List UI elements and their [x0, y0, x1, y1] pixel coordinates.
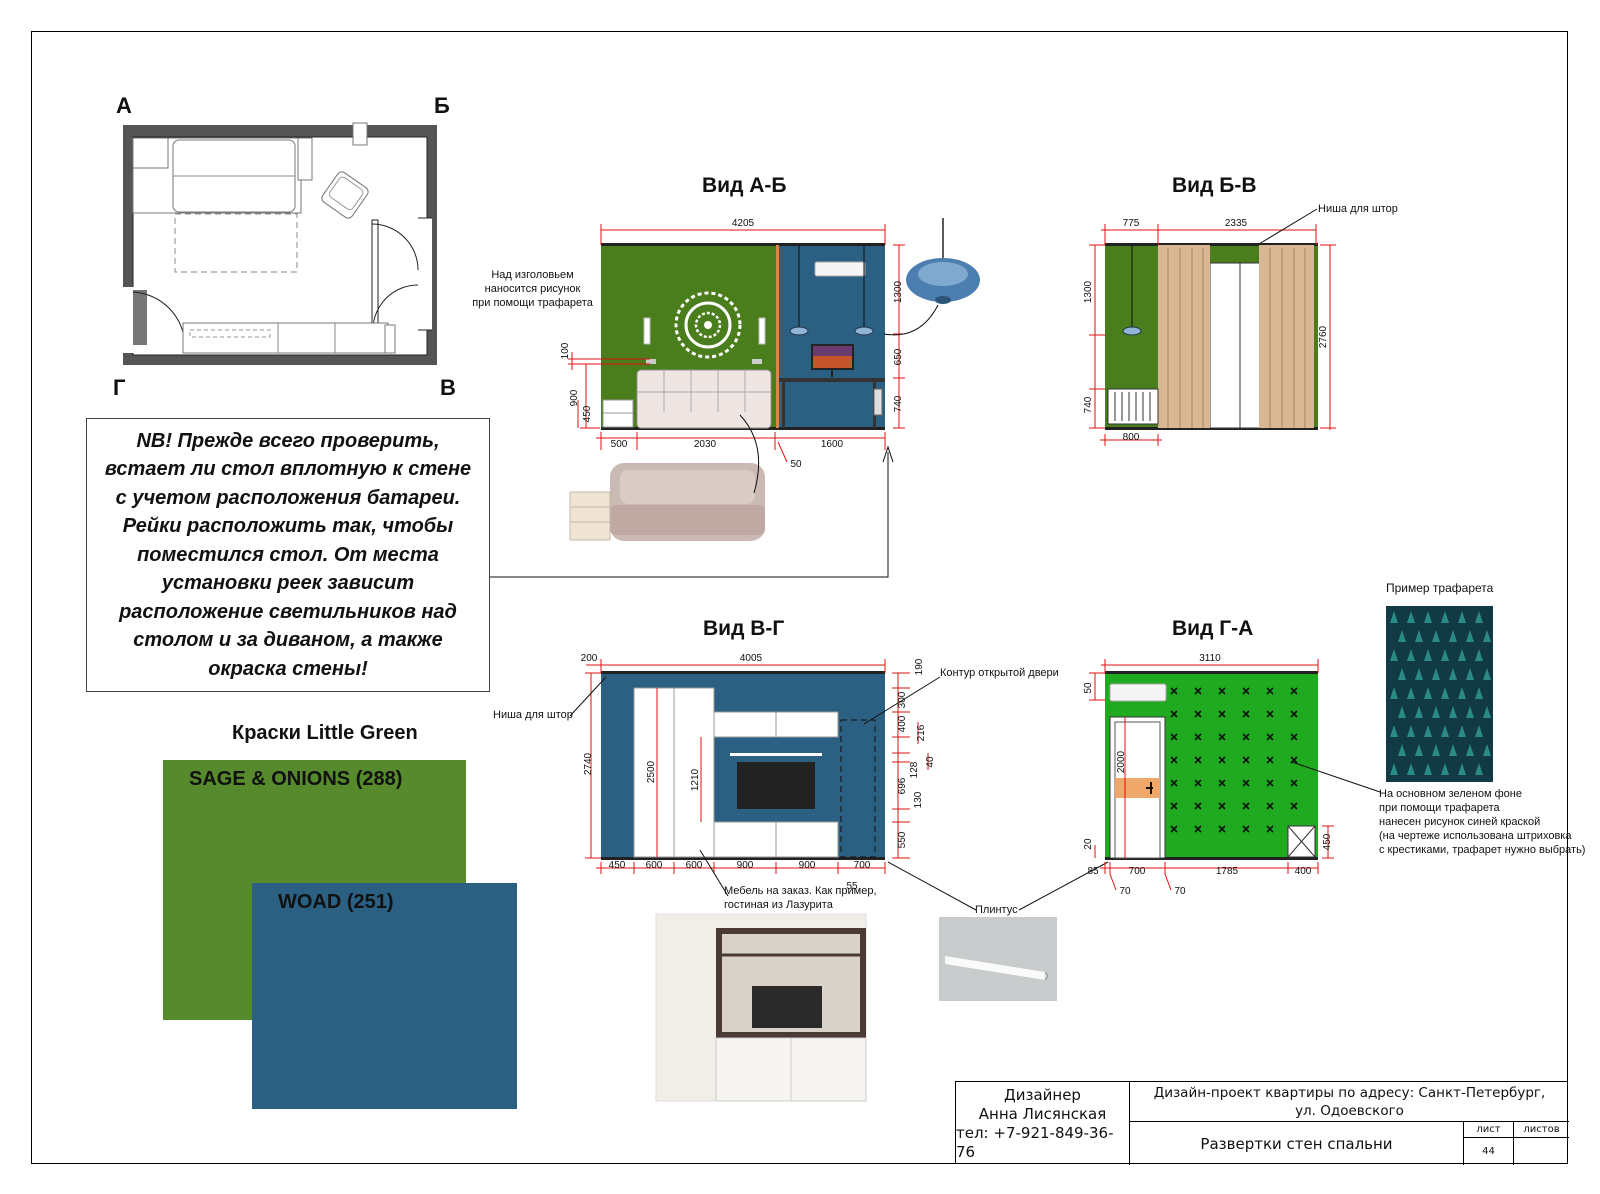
- svg-text:1600: 1600: [821, 439, 844, 450]
- svg-text:1300: 1300: [1083, 280, 1094, 303]
- view-bv-title: Вид Б-В: [1172, 174, 1257, 197]
- plan-corner-g: Г: [113, 375, 126, 400]
- svg-text:700: 700: [1129, 866, 1146, 877]
- svg-text:300: 300: [897, 691, 908, 708]
- nb-note-text: NB! Прежде всего проверить, встает ли ст…: [104, 429, 472, 680]
- svg-text:4005: 4005: [740, 653, 763, 664]
- sofa-photo: [569, 463, 765, 541]
- svg-text:900: 900: [569, 389, 580, 406]
- designer-phone: тел: +7-921-849-36-76: [956, 1123, 1114, 1161]
- swatch-woad-label: WOAD (251): [278, 891, 394, 913]
- svg-text:775: 775: [1123, 218, 1140, 229]
- sheet-title: Развертки стен спальни: [1130, 1122, 1464, 1165]
- swatch-woad: WOAD (251): [252, 883, 517, 1109]
- svg-text:1300: 1300: [893, 280, 904, 303]
- stencil-cross-pattern: [1170, 687, 1298, 833]
- svg-text:600: 600: [646, 860, 663, 871]
- svg-text:50: 50: [1083, 682, 1094, 694]
- sheet-label: лист: [1464, 1122, 1514, 1138]
- sheets-label: листов: [1514, 1122, 1569, 1138]
- project-line-1: Дизайн-проект квартиры по адресу: Санкт-…: [1153, 1084, 1546, 1101]
- mandala-stencil: [674, 291, 742, 359]
- svg-text:700: 700: [854, 860, 871, 871]
- designer-name: Анна Лисянская: [978, 1104, 1107, 1123]
- title-block: Дизайнер Анна Лисянская тел: +7-921-849-…: [955, 1081, 1569, 1165]
- svg-text:20: 20: [1083, 838, 1094, 850]
- nb-note-box: NB! Прежде всего проверить, встает ли ст…: [86, 418, 490, 692]
- project-cell: Дизайн-проект квартиры по адресу: Санкт-…: [1130, 1082, 1569, 1122]
- curtain-niche-vg-label: Ниша для штор: [493, 709, 573, 721]
- svg-text:70: 70: [1119, 886, 1131, 897]
- stencil-sample-image: [1386, 606, 1493, 782]
- svg-text:740: 740: [1083, 396, 1094, 413]
- svg-text:500: 500: [611, 439, 628, 450]
- view-ab-title: Вид А-Б: [702, 174, 787, 197]
- svg-text:2335: 2335: [1225, 218, 1248, 229]
- project-line-2: ул. Одоевского: [1295, 1102, 1404, 1119]
- svg-text:70: 70: [1174, 886, 1186, 897]
- svg-text:696: 696: [897, 777, 908, 794]
- dim-ab-total: 4205: [732, 218, 755, 229]
- view-ab-elevation: [568, 224, 905, 463]
- svg-text:3110: 3110: [1199, 653, 1221, 664]
- view-ga-title: Вид Г-А: [1172, 617, 1254, 640]
- plan-corner-b: Б: [434, 93, 450, 118]
- svg-text:400: 400: [897, 715, 908, 732]
- view-vg-title: Вид В-Г: [703, 617, 785, 640]
- green-wall-note: На основном зеленом фоне при помощи траф…: [1379, 788, 1586, 856]
- svg-text:450: 450: [582, 405, 593, 422]
- svg-text:2740: 2740: [583, 752, 594, 775]
- stencil-example-label: Пример трафарета: [1386, 581, 1494, 595]
- svg-text:130: 130: [913, 791, 924, 808]
- view-ga-elevation: [1089, 659, 1381, 891]
- custom-furniture-note: Мебель на заказ. Как пример, гостиная из…: [724, 885, 877, 911]
- plan-corner-v: В: [440, 375, 456, 400]
- svg-text:1785: 1785: [1216, 866, 1239, 877]
- drawing-frame: [31, 31, 1568, 1164]
- svg-text:55: 55: [846, 881, 858, 892]
- dimension-labels: 4205 500 2030 1600 50 1300 650 740 100 9…: [560, 218, 1333, 897]
- curtain-niche-bv-label: Ниша для штор: [1318, 203, 1398, 215]
- svg-text:216: 216: [916, 724, 927, 741]
- view-bv-elevation: [1089, 208, 1336, 446]
- svg-text:40: 40: [925, 756, 936, 768]
- svg-text:740: 740: [893, 395, 904, 412]
- svg-text:400: 400: [1295, 866, 1312, 877]
- svg-text:900: 900: [737, 860, 754, 871]
- furniture-photo: [655, 913, 867, 1102]
- view-vg-elevation: [569, 659, 977, 911]
- floor-plan: [123, 122, 437, 365]
- pendant-lamp-image: [883, 218, 980, 336]
- swatch-sage-onions-label: SAGE & ONIONS (288): [189, 768, 403, 790]
- svg-text:50: 50: [790, 459, 802, 470]
- svg-text:800: 800: [1123, 432, 1140, 443]
- paints-title: Краски Little Green: [232, 722, 418, 744]
- svg-text:1210: 1210: [690, 768, 701, 791]
- svg-text:100: 100: [560, 342, 571, 359]
- svg-text:200: 200: [581, 653, 598, 664]
- designer-label: Дизайнер: [1004, 1085, 1081, 1104]
- svg-text:2500: 2500: [646, 760, 657, 783]
- open-door-contour-label: Контур открытой двери: [940, 667, 1059, 679]
- svg-text:650: 650: [893, 348, 904, 365]
- svg-text:550: 550: [897, 831, 908, 848]
- svg-text:900: 900: [799, 860, 816, 871]
- svg-text:450: 450: [609, 860, 626, 871]
- svg-text:85: 85: [1087, 866, 1099, 877]
- svg-text:2000: 2000: [1116, 750, 1127, 773]
- designer-cell: Дизайнер Анна Лисянская тел: +7-921-849-…: [956, 1082, 1130, 1165]
- sheet-number: 44: [1464, 1138, 1514, 1165]
- svg-text:2030: 2030: [694, 439, 717, 450]
- stencil-above-sofa-note: Над изголовьем наносится рисунок при пом…: [472, 269, 593, 309]
- svg-text:190: 190: [914, 658, 925, 675]
- svg-text:450: 450: [1322, 833, 1333, 850]
- svg-text:2760: 2760: [1318, 325, 1329, 348]
- svg-text:600: 600: [686, 860, 703, 871]
- svg-text:128: 128: [909, 761, 920, 778]
- plan-corner-a: А: [116, 93, 132, 118]
- baseboard-label: Плинтус: [975, 904, 1018, 916]
- baseboard-photo: [939, 917, 1057, 1001]
